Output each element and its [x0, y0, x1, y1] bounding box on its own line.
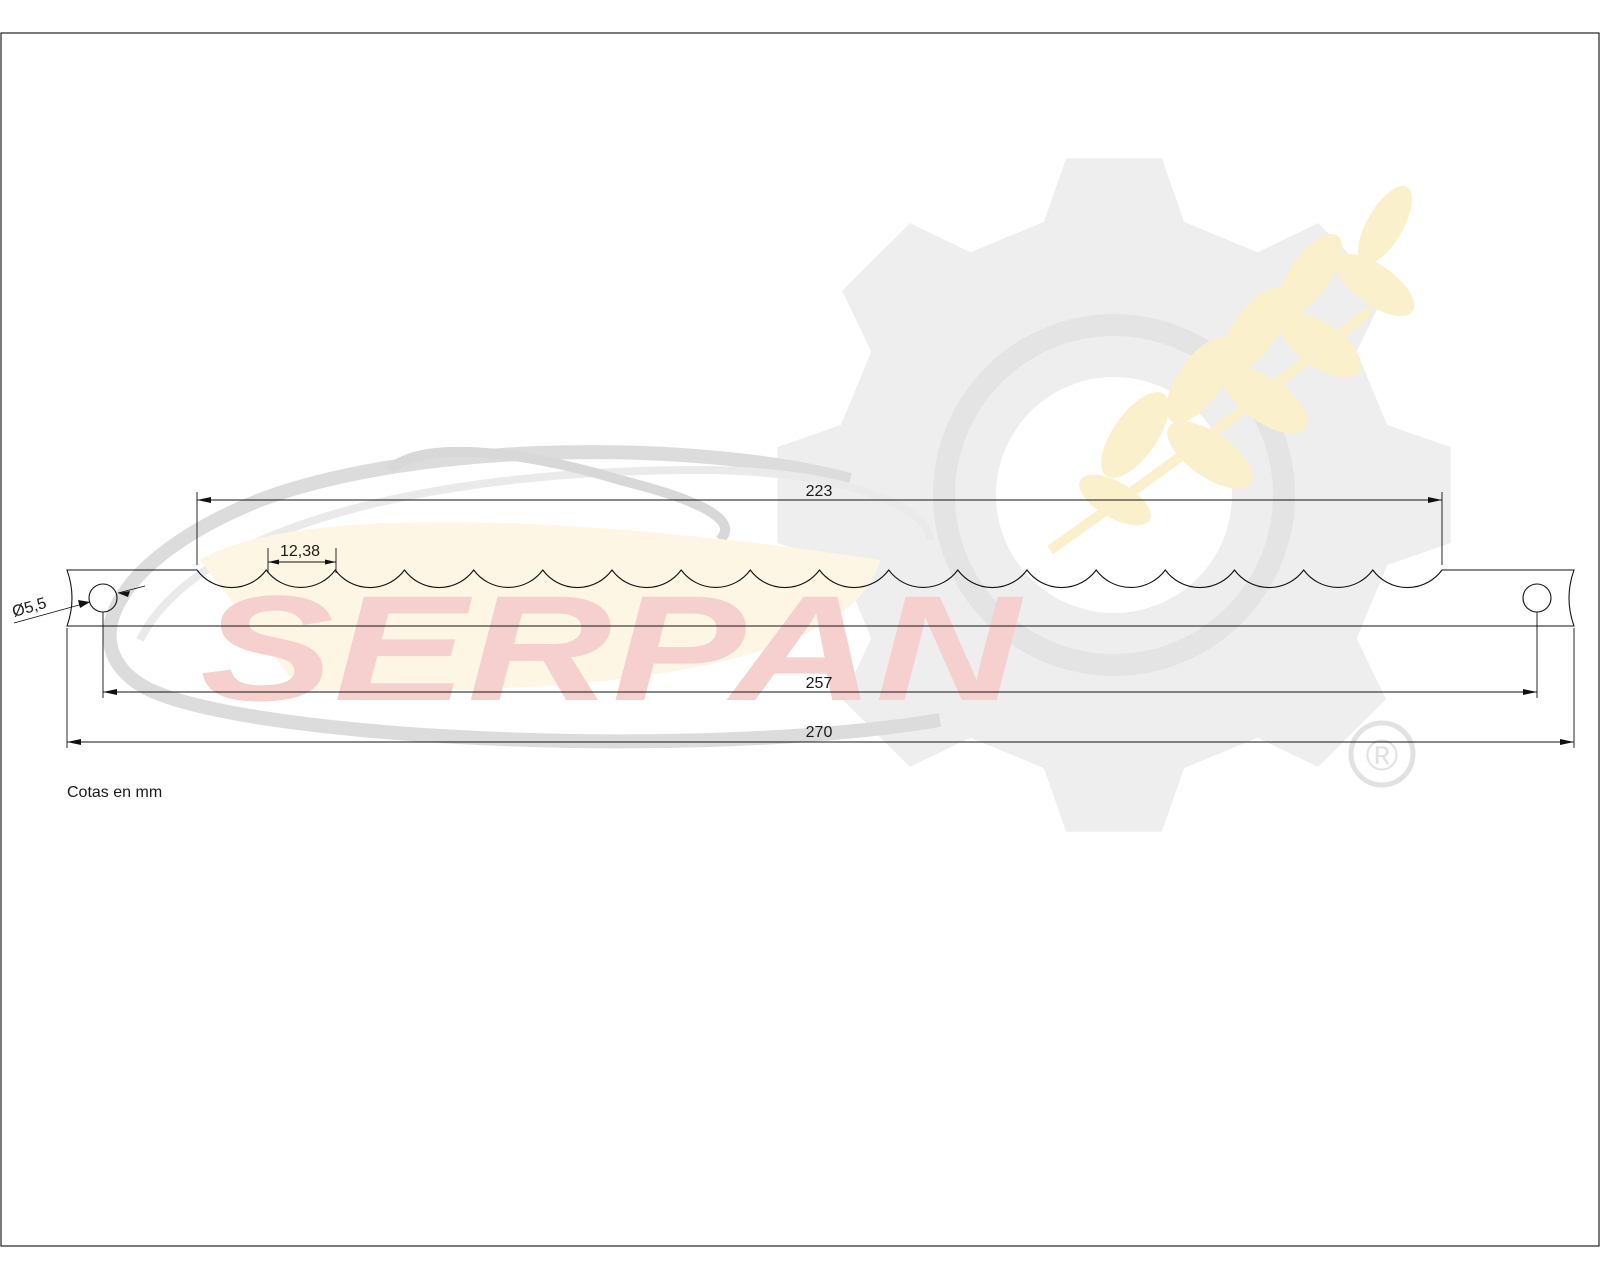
dimension-serrated-length-label: 223	[806, 483, 833, 500]
dimension-total-length-label: 270	[806, 724, 833, 741]
units-note: Cotas en mm	[67, 784, 163, 801]
wheat-icon	[1047, 185, 1415, 555]
swoosh-icon	[102, 445, 942, 749]
dimension-serrated-length: 223	[196, 483, 1443, 565]
drawing-frame	[0, 32, 1600, 1247]
dimension-hole-spacing: 257	[102, 612, 1538, 698]
serpan-logo-watermark: SERPAN ®	[102, 158, 1451, 832]
dimension-tooth-pitch-label: 12,38	[280, 543, 320, 560]
dimension-tooth-pitch: 12,38	[267, 543, 337, 573]
brand-watermark-text: SERPAN	[200, 564, 1024, 732]
dimension-total-length: 270	[66, 628, 1575, 748]
registered-mark-circle	[1348, 720, 1416, 788]
registered-mark: ®	[1366, 731, 1398, 780]
blade-outline	[66, 569, 1575, 627]
dimension-hole-diameter-label: Ø5,5	[10, 595, 48, 621]
mounting-hole-left	[88, 583, 118, 613]
mounting-hole-right	[1522, 583, 1552, 613]
dimension-hole-spacing-label: 257	[806, 675, 833, 692]
